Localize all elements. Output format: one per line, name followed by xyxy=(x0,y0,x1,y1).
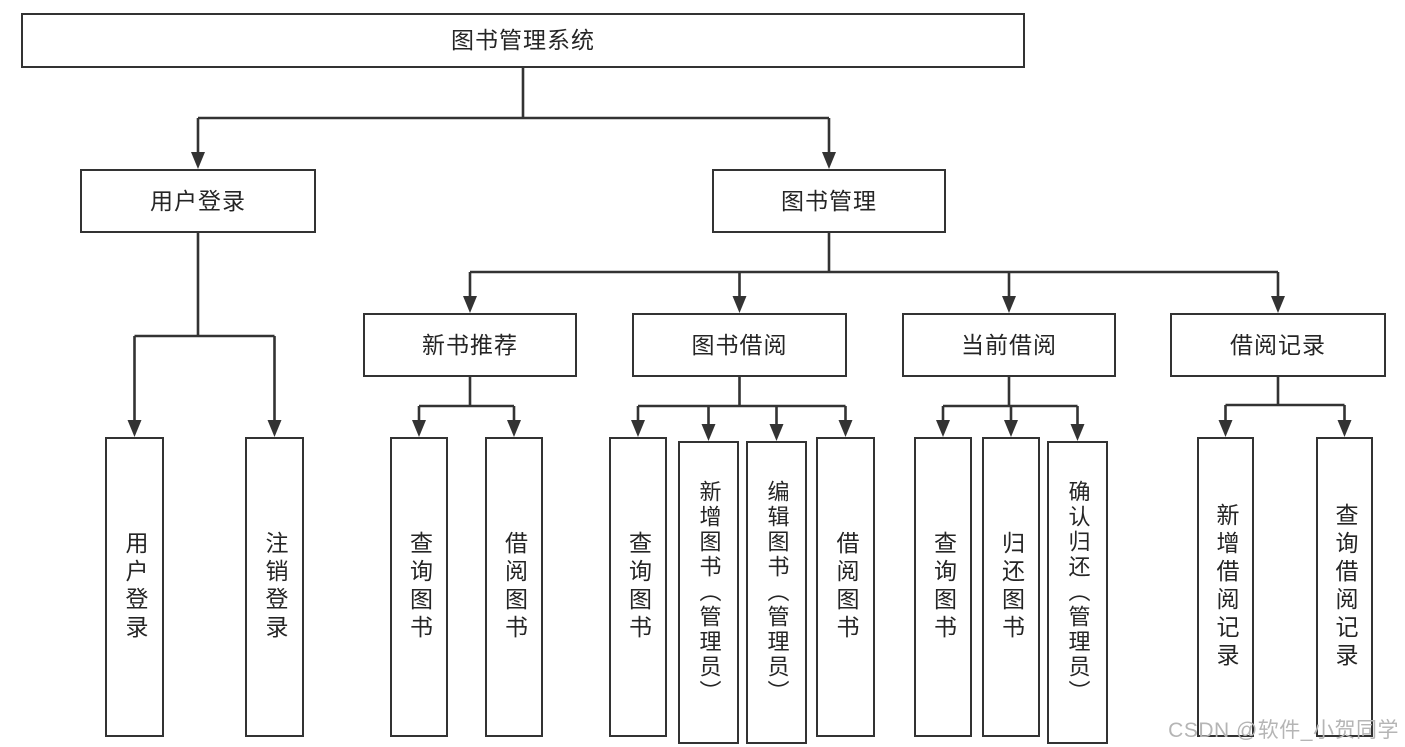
node-root-label: 图书管理系统 xyxy=(451,27,595,53)
arrowhead xyxy=(769,424,784,441)
arrowhead xyxy=(936,420,950,437)
arrowhead xyxy=(631,420,645,437)
node-new-book-recommend: 新书推荐 xyxy=(363,313,577,377)
leaf-add-borrow-record: 新增借阅记录 xyxy=(1197,437,1254,737)
leaf-add-book-admin-label: 新增图书（管理员） xyxy=(696,480,722,705)
node-user-login: 用户登录 xyxy=(80,169,316,233)
arrowhead xyxy=(822,152,836,169)
arrowhead xyxy=(127,420,142,437)
leaf-add-book-admin: 新增图书（管理员） xyxy=(678,441,739,744)
node-book-management: 图书管理 xyxy=(712,169,946,233)
leaf-query-books-borrow: 查询图书 xyxy=(609,437,667,737)
arrowhead xyxy=(701,424,716,441)
leaf-query-books-current: 查询图书 xyxy=(914,437,972,737)
node-new-book-recommend-label: 新书推荐 xyxy=(422,331,518,358)
leaf-logout-label: 注销登录 xyxy=(262,531,288,643)
leaf-query-books-recommend-label: 查询图书 xyxy=(406,531,433,643)
leaf-borrow-books-label: 借阅图书 xyxy=(833,531,859,643)
leaf-user-login-label: 用户登录 xyxy=(122,531,148,643)
arrowhead xyxy=(267,420,282,437)
arrowhead xyxy=(412,420,426,437)
leaf-confirm-return-admin-label: 确认归还（管理员） xyxy=(1065,480,1091,705)
node-borrow-records-label: 借阅记录 xyxy=(1230,331,1326,358)
leaf-add-borrow-record-label: 新增借阅记录 xyxy=(1213,503,1239,671)
node-current-borrow: 当前借阅 xyxy=(902,313,1116,377)
arrowhead xyxy=(838,420,853,437)
arrowhead xyxy=(507,420,521,437)
leaf-edit-book-admin-label: 编辑图书（管理员） xyxy=(764,480,790,705)
arrowhead xyxy=(1070,424,1085,441)
leaf-borrow-books-recommend-label: 借阅图书 xyxy=(501,531,528,643)
leaf-logout: 注销登录 xyxy=(245,437,304,737)
leaf-confirm-return-admin: 确认归还（管理员） xyxy=(1047,441,1108,744)
arrowhead xyxy=(1271,296,1285,313)
leaf-return-book: 归还图书 xyxy=(982,437,1040,737)
node-book-borrow: 图书借阅 xyxy=(632,313,847,377)
node-user-login-label: 用户登录 xyxy=(150,187,246,214)
leaf-user-login: 用户登录 xyxy=(105,437,164,737)
arrowhead xyxy=(191,152,205,169)
arrowhead xyxy=(1218,420,1233,437)
arrowhead xyxy=(463,296,477,313)
leaf-query-borrow-record: 查询借阅记录 xyxy=(1316,437,1373,737)
arrowhead xyxy=(1004,420,1018,437)
leaf-borrow-books: 借阅图书 xyxy=(816,437,875,737)
node-root: 图书管理系统 xyxy=(21,13,1025,68)
node-borrow-records: 借阅记录 xyxy=(1170,313,1386,377)
leaf-query-books-current-label: 查询图书 xyxy=(930,531,957,643)
leaf-edit-book-admin: 编辑图书（管理员） xyxy=(746,441,807,744)
csdn-watermark: CSDN @软件_小贺同学 xyxy=(1168,719,1399,742)
leaf-query-books-recommend: 查询图书 xyxy=(390,437,448,737)
node-book-management-label: 图书管理 xyxy=(781,187,877,214)
node-book-borrow-label: 图书借阅 xyxy=(691,331,788,358)
arrowhead xyxy=(1337,420,1352,437)
leaf-borrow-books-recommend: 借阅图书 xyxy=(485,437,543,737)
node-current-borrow-label: 当前借阅 xyxy=(961,331,1057,358)
leaf-query-books-borrow-label: 查询图书 xyxy=(625,531,652,643)
leaf-query-borrow-record-label: 查询借阅记录 xyxy=(1332,503,1358,671)
leaf-return-book-label: 归还图书 xyxy=(998,531,1025,643)
arrowhead xyxy=(732,296,747,313)
arrowhead xyxy=(1002,296,1016,313)
